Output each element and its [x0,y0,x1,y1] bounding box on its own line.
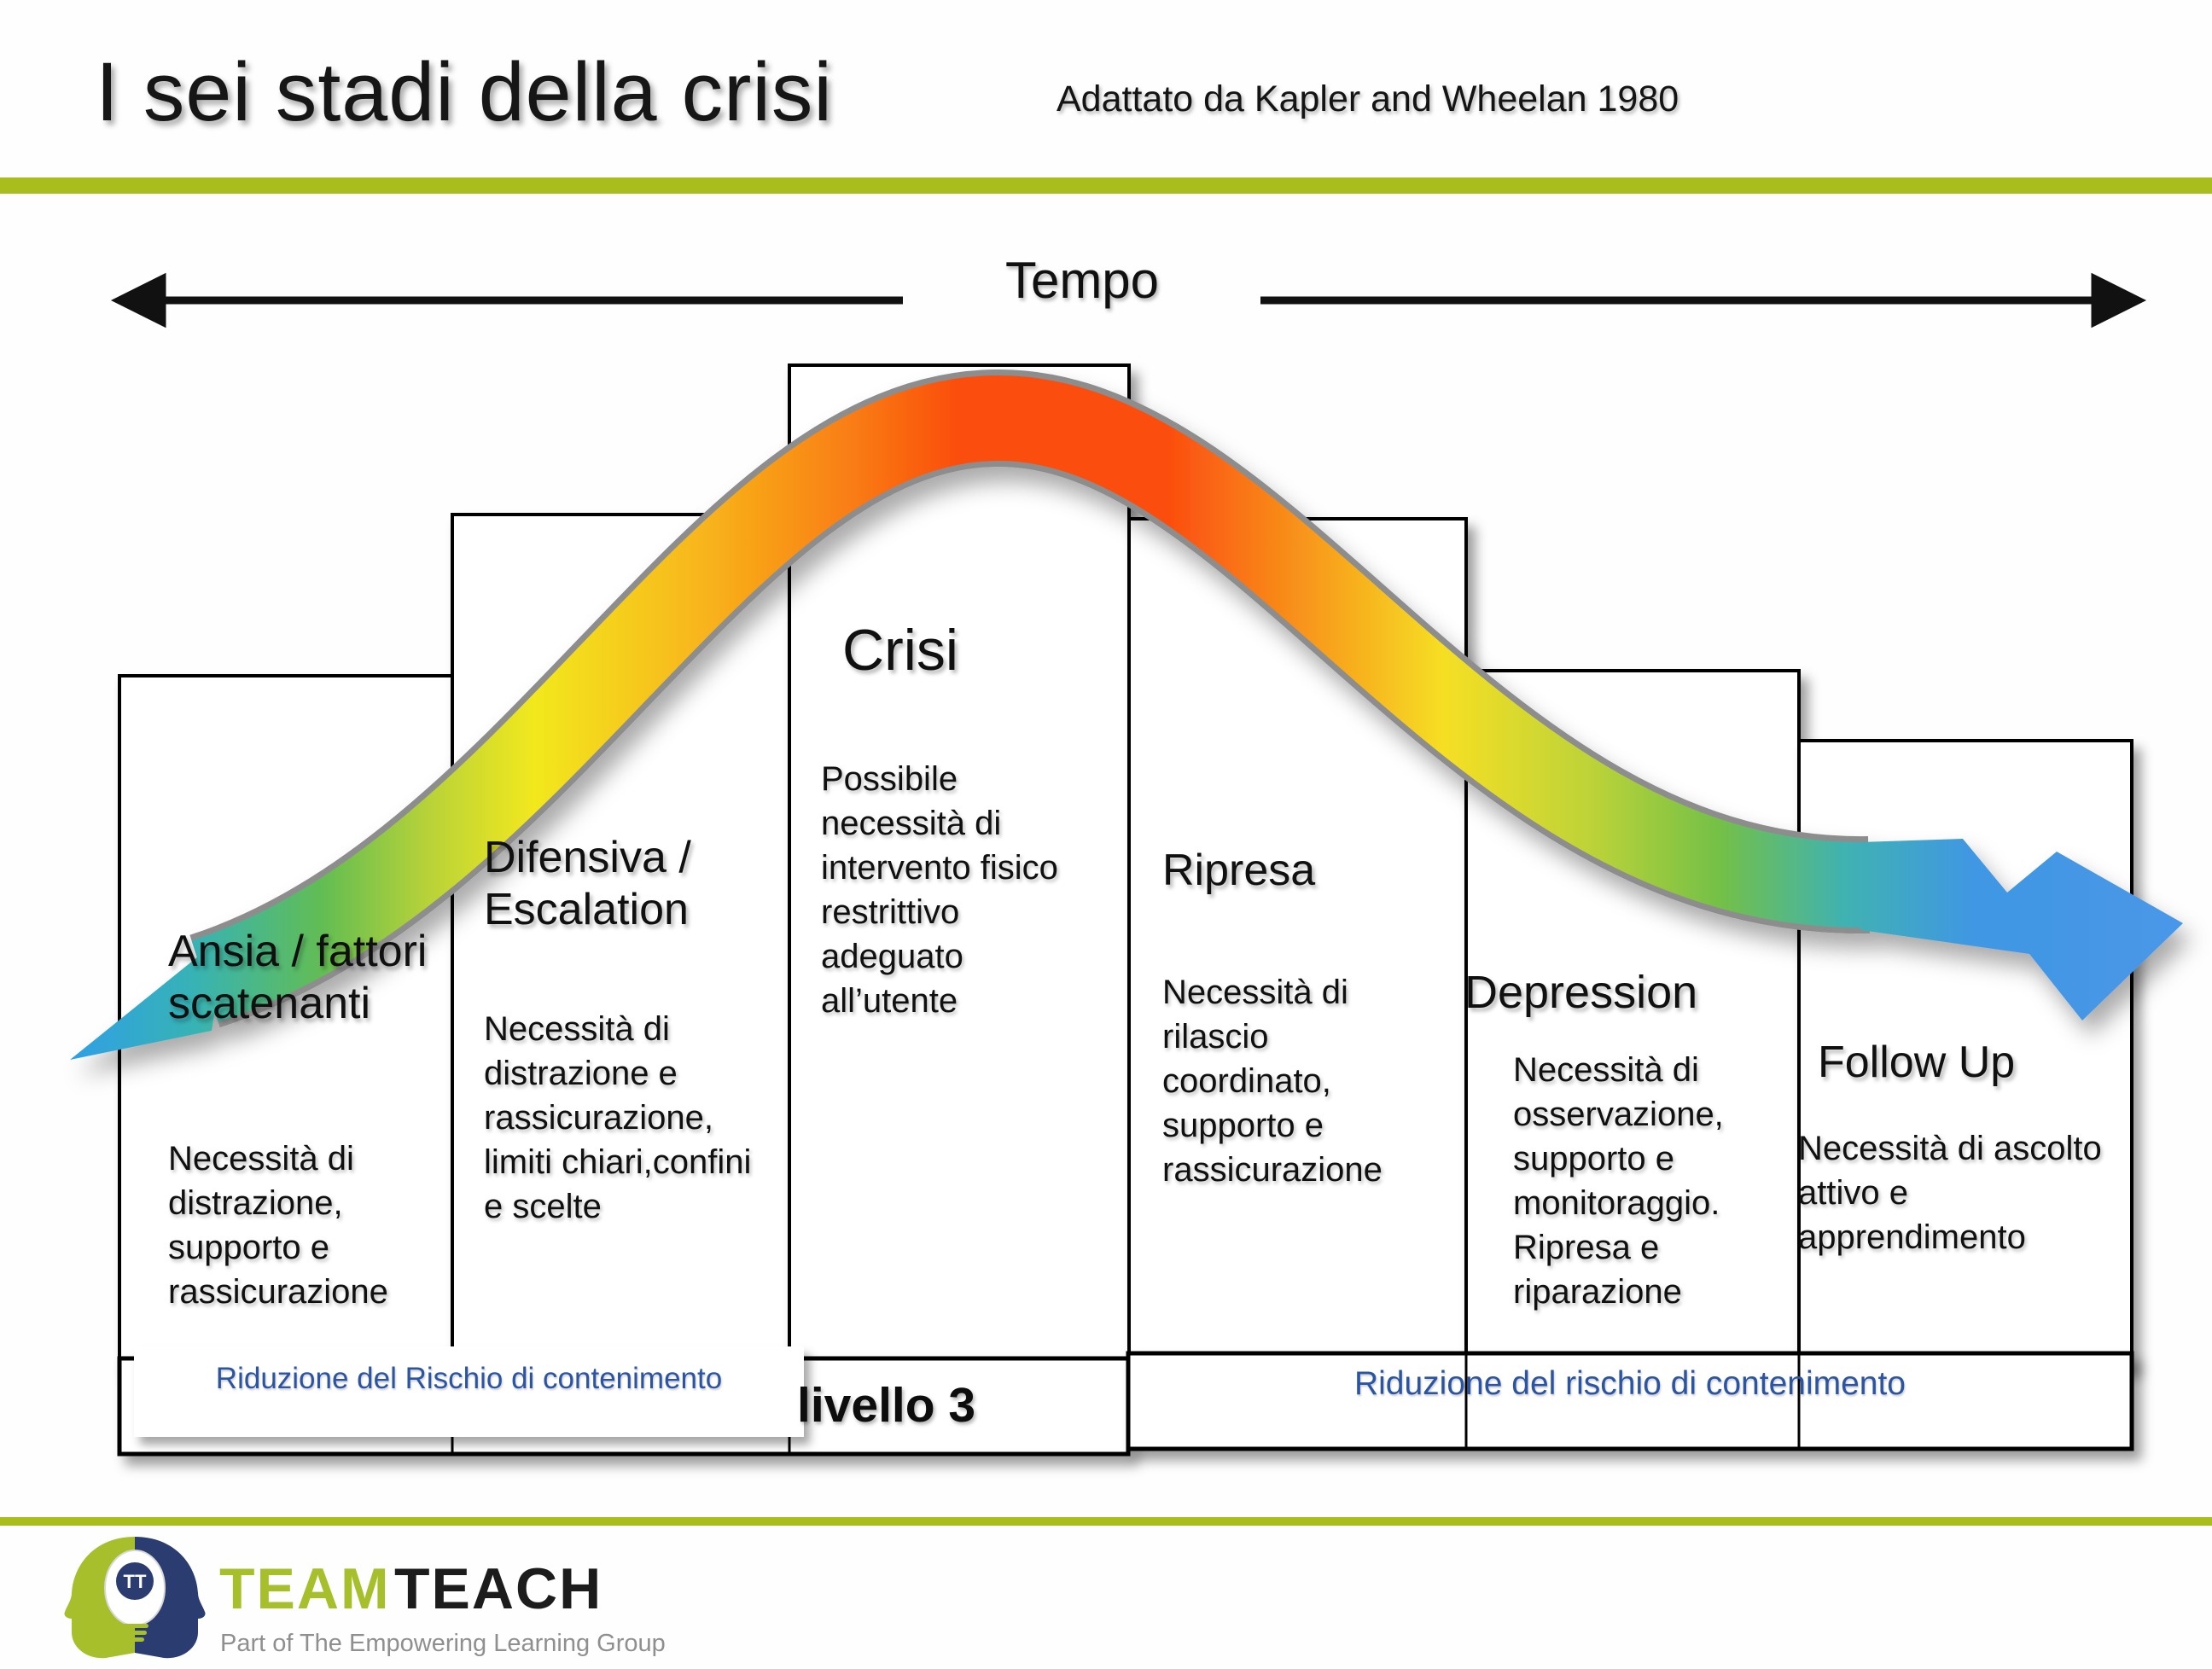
team-teach-logo: TT TEAM TEACH Part of The Empowering Lea… [64,1537,666,1659]
stage-body-difensiva: Necessità di distrazione e rassicurazion… [484,1010,752,1225]
logo-brand-teach: TEACH [394,1556,602,1621]
logo-brand-team: TEAM [219,1556,391,1621]
logo-tagline: Part of The Empowering Learning Group [220,1630,666,1657]
stage-title-ripresa: Ripresa [1162,846,1316,895]
stage-title-difensiva: Difensiva / Escalation [484,833,691,935]
level-3-label: livello 3 [797,1378,976,1433]
stage-title-depression: Depression [1464,967,1698,1018]
tempo-right-arrowhead [2091,272,2147,329]
page-subtitle: Adattato da Kapler and Wheelan 1980 [1057,79,1679,119]
stage-body-ripresa: Necessità di rilascio coordinato, suppor… [1162,974,1382,1189]
stage-box-crisi [788,363,1131,1369]
logo-bulb-base [125,1637,144,1642]
curve-tail [70,932,229,1060]
logo-monogram-circle [116,1562,154,1600]
curve-arrowhead [1860,839,2183,1021]
stage-title-followup: Follow Up [1818,1038,2016,1087]
risk-reduction-overlay [134,1346,804,1437]
page-title: I sei stadi della crisi [96,45,833,138]
tempo-left-arrowhead [110,272,166,329]
risk-reduction-right-label: Riduzione del rischio di contenimento [1353,1365,1906,1402]
risk-reduction-left-label: Riduzione del Rischio di contenimento [215,1362,723,1395]
stage-body-followup: Necessità di ascolto attivo e apprendime… [1798,1130,2102,1256]
footer-divider [0,1517,2212,1526]
logo-bulb-base [123,1631,147,1635]
risk-bar-right [1126,1351,2134,1451]
title-divider [0,177,2212,194]
stage-body-depression: Necessità di osservazione, supporto e mo… [1513,1051,1724,1311]
tempo-label: Tempo [1004,252,1160,309]
stage-body-ansia: Necessità di distrazione, supporto e ras… [168,1140,388,1311]
logo-bulb-base [121,1624,148,1628]
logo-monogram: TT [124,1571,147,1592]
stage-body-crisi: Possibile necessità di intervento fisico… [821,760,1058,1020]
stage-title-crisi: Crisi [842,618,958,683]
stage-title-ansia: Ansia / fattori scatenanti [168,927,428,1029]
crisis-curve-ribbon [191,375,1870,1022]
